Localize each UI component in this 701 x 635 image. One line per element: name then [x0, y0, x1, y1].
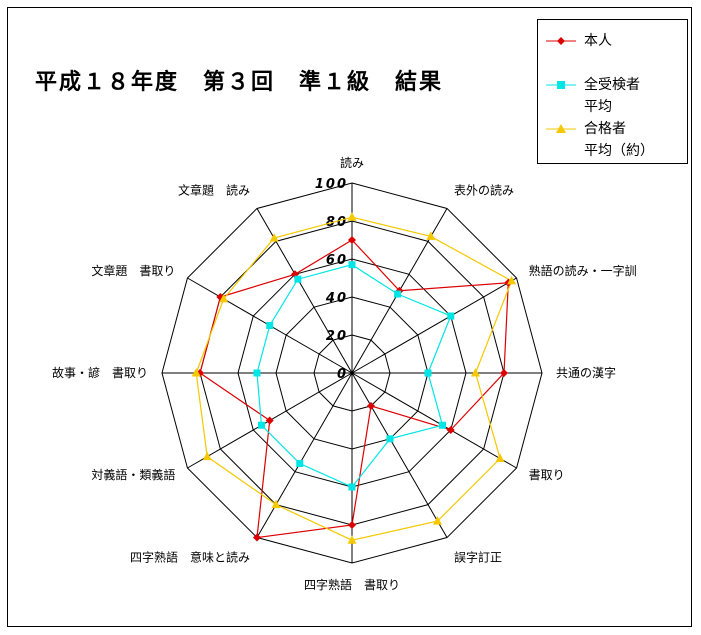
legend-marker-square-icon: [546, 81, 576, 89]
axis-label-0: 読み: [340, 155, 364, 170]
series-1-point-5: [386, 435, 394, 443]
series-0-point-5: [367, 401, 375, 410]
series-2-point-0: [347, 212, 357, 221]
chart-frame: [7, 7, 692, 627]
series-1-point-11: [294, 275, 302, 283]
tick-label-5: 100: [315, 177, 348, 192]
tick-label-1: 20: [326, 329, 348, 344]
series-2-point-6: [347, 535, 357, 544]
axis-label-3: 共通の漢字: [556, 365, 616, 380]
series-2-point-4: [495, 453, 505, 462]
series-1-point-10: [266, 322, 274, 329]
legend-label-1b: 平均: [584, 99, 612, 115]
series-0-point-6: [348, 521, 356, 529]
series-0-point-4: [446, 426, 455, 434]
series-0-point-0: [348, 236, 356, 244]
tick-label-3: 60: [326, 253, 348, 268]
series-1-point-1: [394, 290, 402, 298]
axis-label-4: 書取り: [529, 468, 565, 482]
series-2-point-10: [219, 293, 229, 303]
series-0-point-7: [253, 533, 261, 542]
legend-label-2: 合格者: [584, 121, 626, 137]
series-0-point-8: [265, 416, 274, 425]
series-1-point-4: [438, 421, 446, 429]
legend-label-0: 本人: [584, 33, 612, 49]
series-1-point-8: [258, 421, 266, 429]
axis-label-5: 誤字訂正: [454, 550, 502, 565]
axis-spoke-2: [351, 277, 517, 374]
series-2-point-2: [507, 275, 517, 285]
series-1-point-3: [424, 369, 432, 377]
series-2-point-5: [433, 516, 442, 525]
axis-label-1: 表外の読み: [454, 182, 514, 197]
legend-label-2b: 平均（約）: [584, 143, 654, 159]
axis-label-8: 対義語・類義語: [91, 467, 175, 482]
chart-title: 平成１８年度 第３回 準１級 結果: [35, 70, 444, 95]
series-1-point-9: [253, 369, 261, 377]
tick-label-4: 80: [326, 215, 348, 230]
tick-label-2: 40: [325, 291, 348, 306]
axis-label-10: 文章題 書取り: [91, 263, 175, 278]
axis-label-11: 文章題 読み: [178, 182, 250, 197]
axis-label-2: 熟語の読み・一字訓: [529, 263, 637, 278]
axis-label-7: 四字熟語 意味と読み: [130, 550, 250, 565]
series-0-point-3: [500, 369, 508, 377]
legend-marker-diamond-icon: [546, 37, 576, 45]
series-2-point-7: [271, 499, 281, 509]
axis-spoke-7: [256, 372, 353, 538]
series-2-point-11: [269, 233, 279, 242]
axis-label-9: 故事・諺 書取り: [52, 365, 148, 380]
axis-spoke-4: [351, 372, 517, 469]
series-2-point-8: [202, 451, 212, 461]
series-1-point-6: [348, 483, 356, 491]
legend-marker-triangle-icon: [546, 124, 576, 133]
tick-label-0: 0: [337, 367, 348, 382]
series-2-point-9: [191, 368, 201, 377]
legend-label-1: 全受検者: [584, 77, 640, 93]
series-2-point-1: [426, 231, 436, 240]
axis-label-6: 四字熟語 書取り: [304, 577, 400, 592]
series-1-point-0: [348, 261, 356, 269]
series-1-point-7: [296, 459, 304, 467]
legend: 本人 全受検者 平均 合格者 平均（約）: [537, 19, 688, 164]
axis-spoke-5: [351, 372, 448, 538]
series-1-point-2: [447, 312, 455, 320]
series-2-point-3: [471, 368, 480, 377]
